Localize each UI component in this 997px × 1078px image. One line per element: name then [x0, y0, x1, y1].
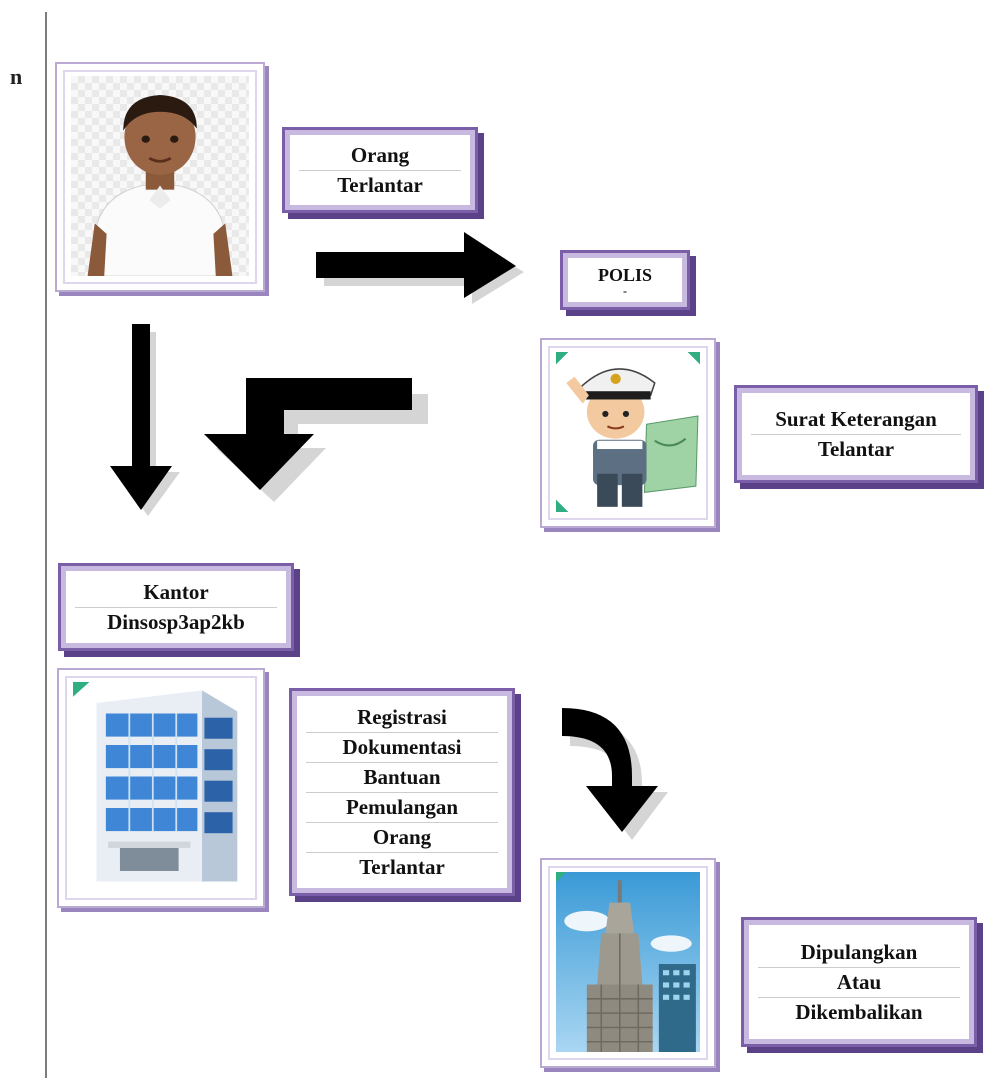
arrow-icon: [562, 708, 668, 840]
orang-terlantar-box: Orang Terlantar: [282, 127, 478, 213]
box-line: Dipulangkan: [758, 938, 960, 968]
box-line: Kantor: [75, 578, 277, 608]
box-line: Dikembalikan: [795, 999, 923, 1024]
police-frame: [540, 338, 716, 528]
polis-box: POLIS -: [560, 250, 690, 310]
box-line: Terlantar: [359, 854, 445, 879]
margin-line: [45, 12, 47, 1078]
person-icon: [71, 76, 249, 276]
arrow-icon: [204, 378, 428, 502]
box-line: Dinsosp3ap2kb: [107, 609, 245, 634]
dipulangkan-box: Dipulangkan Atau Dikembalikan: [741, 917, 977, 1047]
box-line: Surat Keterangan: [751, 405, 961, 435]
box-line: Dokumentasi: [306, 733, 498, 763]
box-line: Terlantar: [337, 172, 423, 197]
box-line: -: [623, 284, 627, 298]
margin-mark: n: [10, 64, 23, 89]
box-line: Orang: [299, 141, 461, 171]
arrow-icon: [110, 324, 180, 516]
registrasi-box: Registrasi Dokumentasi Bantuan Pemulanga…: [289, 688, 515, 896]
box-line: Bantuan: [306, 763, 498, 793]
building-frame: [57, 668, 265, 908]
box-line: Pemulangan: [306, 793, 498, 823]
police-officer-icon: [556, 352, 700, 512]
box-line: Orang: [306, 823, 498, 853]
box-line: Registrasi: [306, 703, 498, 733]
box-line: Telantar: [817, 436, 895, 461]
surat-keterangan-box: Surat Keterangan Telantar: [734, 385, 978, 483]
office-building-icon: [73, 682, 249, 892]
city-tower-icon: [556, 872, 700, 1052]
kantor-box: Kantor Dinsosp3ap2kb: [58, 563, 294, 651]
city-frame: [540, 858, 716, 1068]
box-line: Atau: [758, 968, 960, 998]
box-line: POLIS: [597, 265, 653, 285]
arrow-icon: [316, 232, 524, 304]
person-frame: [55, 62, 265, 292]
